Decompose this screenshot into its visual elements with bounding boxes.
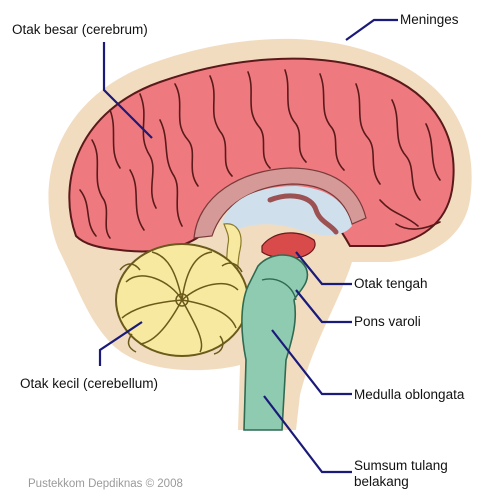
label-midbrain: Otak tengah (354, 276, 428, 291)
label-spinal-cord-line1: Sumsum tulang (354, 458, 448, 473)
label-cerebrum: Otak besar (cerebrum) (12, 22, 148, 37)
cerebellum-shape (116, 244, 248, 356)
label-pons: Pons varoli (354, 314, 421, 329)
credit-text: Pustekkom Depdiknas © 2008 (28, 478, 183, 490)
label-cerebellum: Otak kecil (cerebellum) (20, 376, 158, 391)
label-meninges: Meninges (400, 12, 459, 27)
leader-meninges (346, 20, 398, 40)
label-medulla: Medulla oblongata (354, 387, 464, 402)
label-spinal-cord-line2: belakang (354, 474, 409, 489)
